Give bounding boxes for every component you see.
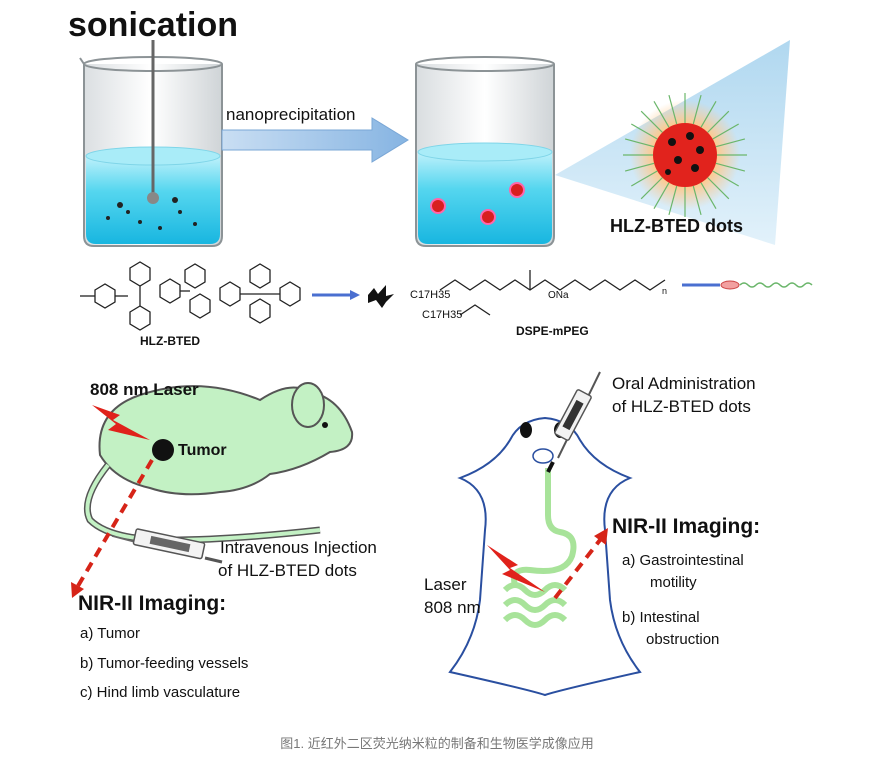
tumor-spot (152, 439, 174, 461)
peg-spike (700, 101, 717, 128)
tumor-label: Tumor (178, 442, 227, 459)
imaging-item-b2-right: obstruction (646, 631, 719, 648)
imaging-title-right: NIR-II Imaging: (612, 515, 760, 538)
c17-label-2: C17H35 (422, 309, 462, 321)
peg-spike (653, 182, 670, 209)
injection-label-1: Intravenous Injection (220, 538, 377, 557)
dspe-mpeg-label: DSPE-mPEG (516, 324, 589, 338)
laser-label-right-1: Laser (424, 575, 467, 594)
peg-spike (631, 123, 658, 140)
n-subscript: n (662, 286, 667, 296)
peg-spike (715, 162, 746, 172)
peg-spike (640, 110, 663, 133)
peg-spike (668, 94, 678, 125)
peg-spike (707, 177, 730, 200)
syringe-left (111, 528, 223, 564)
injection-label-2: of HLZ-BTED dots (218, 561, 357, 580)
peg-spike (640, 177, 663, 200)
imaging-item-b1-right: b) Intestinal (622, 609, 700, 626)
beaker-1 (79, 40, 223, 247)
peg-spike (692, 94, 702, 125)
imaging-item-c-left: c) Hind limb vasculature (80, 684, 240, 701)
mouse-ventral (448, 416, 642, 697)
dspe-mpeg-structure (439, 270, 666, 316)
peg-spike (692, 185, 702, 216)
imaging-item-b-left: b) Tumor-feeding vessels (80, 655, 248, 672)
peg-spike (700, 182, 717, 209)
peg-spike (631, 170, 658, 187)
dots-label: HLZ-BTED dots (610, 216, 743, 236)
hlz-bted-structure (80, 261, 301, 331)
nanoprecipitation-arrow (221, 117, 409, 163)
peg-spike (624, 138, 655, 148)
imaging-path-left (76, 458, 154, 588)
nanoprecipitation-label: nanoprecipitation (226, 105, 355, 124)
sonication-label: sonication (68, 6, 238, 44)
peg-spike (668, 185, 678, 216)
peg-spike (624, 162, 655, 172)
beaker-2 (415, 56, 555, 247)
imaging-title-left: NIR-II Imaging: (78, 592, 226, 615)
hlz-bted-label: HLZ-BTED (140, 334, 200, 348)
oral-label-2: of HLZ-BTED dots (612, 397, 751, 416)
dot-beam (555, 40, 790, 245)
oral-label-1: Oral Administration (612, 374, 756, 393)
imaging-item-a1-right: a) Gastrointestinal (622, 552, 744, 569)
peg-spike (715, 138, 746, 148)
c17-label-1: C17H35 (410, 289, 450, 301)
mouse (83, 382, 354, 544)
imaging-path-right (553, 538, 602, 600)
peg-chain-icon (682, 280, 813, 290)
peg-spike (707, 110, 730, 133)
laser-label-right-2: 808 nm (424, 598, 481, 617)
imaging-item-a2-right: motility (650, 574, 697, 591)
syringe-right (546, 371, 601, 473)
laser-bolt-right (487, 545, 545, 592)
peg-spike (712, 170, 739, 187)
laser-bolt-left (92, 405, 150, 440)
ona-label: ONa (548, 290, 569, 301)
imaging-item-a-left: a) Tumor (80, 625, 140, 642)
peg-spike (712, 123, 739, 140)
peg-spike (653, 101, 670, 128)
figure-caption: 图1. 近红外二区荧光纳米粒的制备和生物医学成像应用 (280, 736, 594, 751)
nanoparticle-dots (430, 182, 525, 225)
laser-label-left: 808 nm Laser (90, 380, 199, 399)
conversion-arrow (312, 285, 394, 308)
